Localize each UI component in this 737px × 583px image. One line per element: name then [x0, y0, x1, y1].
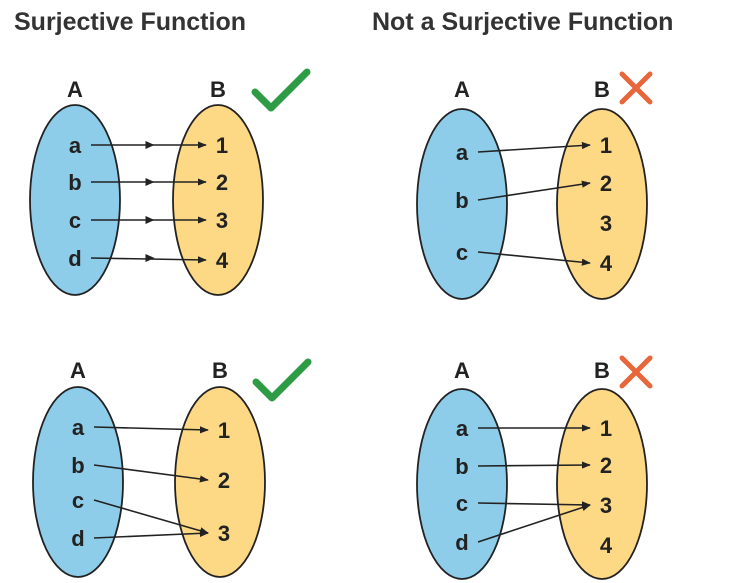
heading-not-surjective: Not a Surjective Function [372, 8, 674, 36]
mapping-arrow-mid-head [145, 216, 155, 224]
cross-icon [619, 355, 653, 389]
panel-top-right: A Bab c 1 2 3 4 [416, 71, 653, 300]
codomain-element: 2 [216, 170, 228, 195]
mapping-arrow [93, 529, 209, 539]
set-a-oval [32, 386, 124, 578]
set-b-oval [556, 388, 648, 580]
mapping-arrow [477, 501, 591, 509]
domain-element: c [456, 491, 468, 516]
mapping-arrow [477, 504, 591, 543]
set-b-oval [172, 104, 264, 296]
codomain-element: 4 [600, 533, 613, 558]
domain-element: a [456, 416, 469, 441]
mapping-arrow-mid-head [145, 141, 155, 149]
codomain-element: 2 [218, 468, 230, 493]
codomain-element: 4 [216, 248, 229, 273]
mapping-arrow-mid-head [145, 178, 155, 186]
set-a-oval [29, 104, 121, 296]
mapping-arrow [93, 464, 209, 483]
codomain-element: 1 [600, 133, 612, 158]
mapping-arrow [477, 141, 591, 153]
set-a-label: A [454, 358, 470, 383]
mapping-arrow [93, 499, 209, 535]
cross-icon [619, 71, 653, 105]
domain-element: d [455, 530, 468, 555]
set-b-oval [556, 108, 648, 300]
heading-surjective: Surjective Function [14, 8, 246, 36]
set-a-label: A [454, 77, 470, 102]
check-icon [252, 358, 312, 402]
set-a-label: A [70, 358, 86, 383]
mapping-arrow [477, 251, 591, 266]
domain-element: b [68, 170, 81, 195]
codomain-element: 4 [600, 251, 613, 276]
mapping-arrow [477, 461, 591, 469]
domain-element: c [69, 208, 81, 233]
codomain-element: 3 [218, 521, 230, 546]
mapping-arrow-mid-head [145, 254, 155, 262]
domain-element: d [71, 526, 84, 551]
set-a-oval [416, 108, 508, 300]
domain-element: b [455, 454, 468, 479]
set-b-label: B [594, 358, 610, 383]
codomain-element: 3 [216, 208, 228, 233]
codomain-element: 3 [600, 211, 612, 236]
codomain-element: 2 [600, 453, 612, 478]
domain-element: c [72, 488, 84, 513]
set-b-label: B [212, 358, 228, 383]
domain-element: a [456, 140, 469, 165]
codomain-element: 3 [600, 493, 612, 518]
check-icon [251, 68, 311, 112]
set-a-oval [416, 388, 508, 580]
domain-element: a [72, 415, 85, 440]
domain-element: b [455, 188, 468, 213]
domain-element: b [71, 453, 84, 478]
codomain-element: 1 [218, 418, 230, 443]
domain-element: d [68, 246, 81, 271]
domain-element: c [456, 240, 468, 265]
mapping-arrow [477, 180, 591, 201]
set-a-label: A [67, 77, 83, 102]
codomain-element: 1 [216, 133, 228, 158]
set-b-label: B [210, 77, 226, 102]
domain-element: a [69, 133, 82, 158]
set-b-label: B [594, 77, 610, 102]
mapping-arrow [93, 426, 209, 434]
codomain-element: 2 [600, 171, 612, 196]
codomain-element: 1 [600, 416, 612, 441]
